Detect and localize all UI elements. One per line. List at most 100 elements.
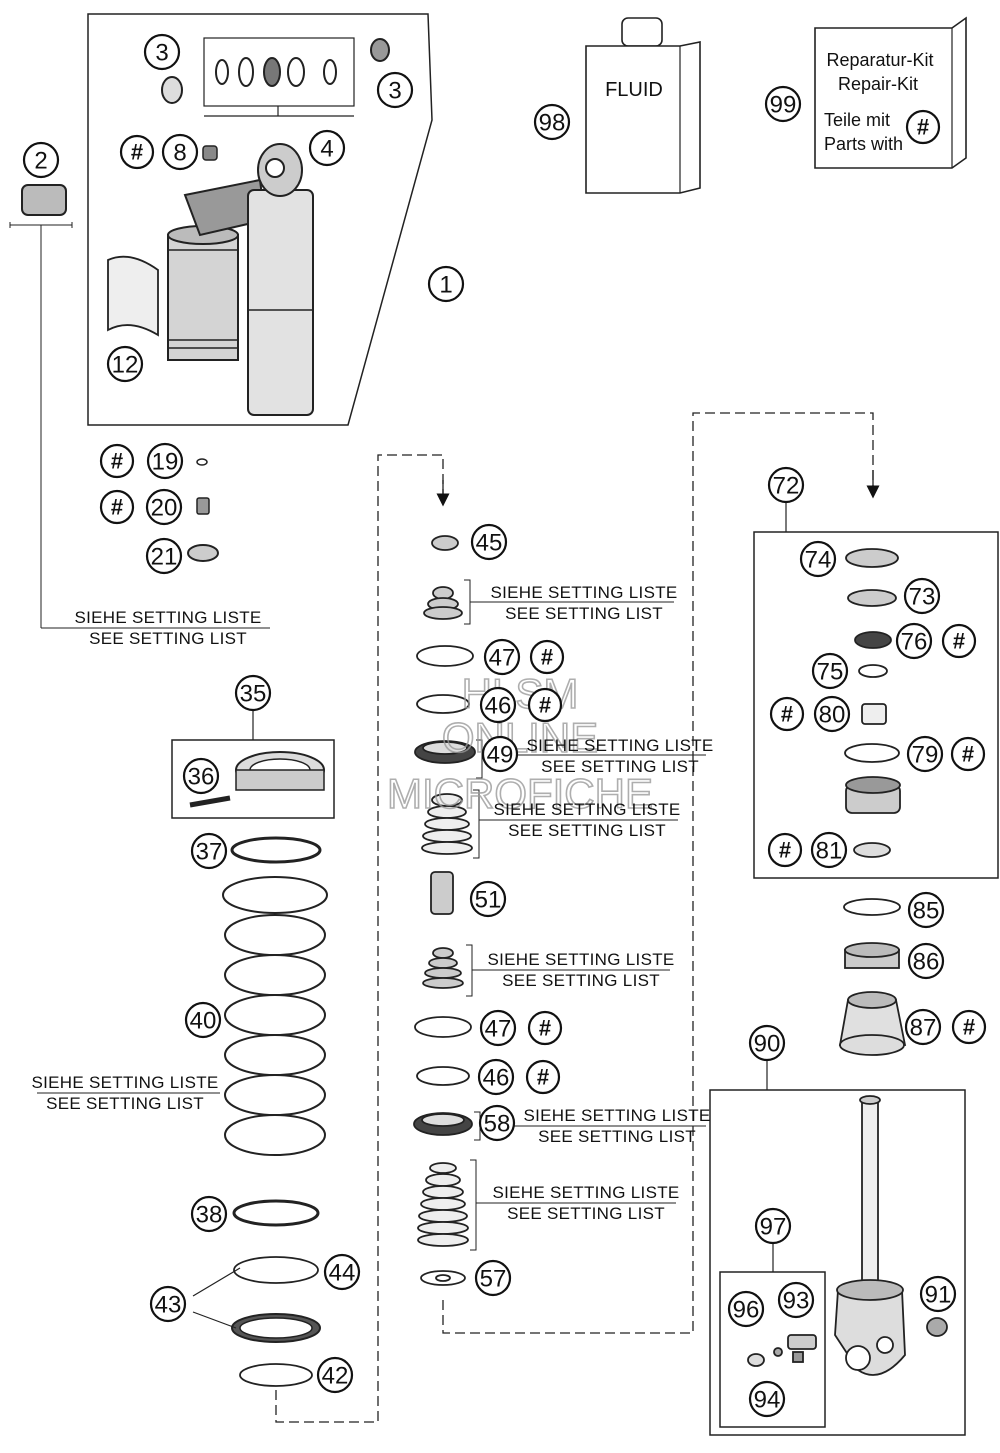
callout-94: 94 [748,1380,786,1418]
repair-kit-hash-badge: # [941,623,977,659]
spring-preload-group [171,710,335,819]
watermark: HLSM ONLINE MICROFICHE [386,669,654,818]
repair-kit-hash-badge: # [527,1010,563,1046]
callout-51: 51 [469,880,507,918]
svg-text:#: # [111,495,123,520]
callout-76: 76 [895,622,933,660]
svg-text:MICROFICHE: MICROFICHE [387,770,653,817]
callout-79: 79 [906,735,944,773]
svg-text:SEE SETTING LIST: SEE SETTING LIST [541,757,699,776]
svg-text:SEE SETTING LIST: SEE SETTING LIST [538,1127,696,1146]
svg-text:SIEHE SETTING LISTE: SIEHE SETTING LISTE [493,800,680,819]
svg-text:SIEHE SETTING LISTE: SIEHE SETTING LISTE [526,736,713,755]
callout-42: 42 [316,1356,354,1394]
callout-8: 8 [161,133,199,171]
callout-36: 36 [182,757,220,795]
callout-number: 4 [320,136,333,163]
repair-kit-hash-badge: # [119,134,155,170]
callout-3: 3 [376,71,414,109]
callout-12: 12 [106,345,144,383]
callout-73: 73 [903,577,941,615]
callout-58: 58 [478,1104,516,1142]
svg-text:SEE SETTING LIST: SEE SETTING LIST [505,604,663,623]
callout-96: 96 [727,1290,765,1328]
repair-kit-hash-badge: # [99,489,135,525]
compression-adjuster-group [753,502,999,879]
callout-87: 87 [904,1008,942,1046]
callout-number: 19 [152,449,179,476]
callout-number: 72 [773,473,800,500]
callout-number: 45 [476,530,503,557]
callout-number: 1 [439,272,452,299]
callout-81: 81 [810,831,848,869]
callout-layer: 1233481219202135363738404243444547464951… [22,33,987,1418]
svg-text:SIEHE SETTING LISTE: SIEHE SETTING LISTE [31,1073,218,1092]
callout-number: 74 [805,547,832,574]
callout-20: 20 [145,488,183,526]
repair-kit-hash-badge: # [527,687,563,723]
callout-1: 1 [427,265,465,303]
callout-49: 49 [481,735,519,773]
callout-number: 36 [188,764,215,791]
callout-93: 93 [777,1281,815,1319]
repair-kit-hash-badge: # [950,736,986,772]
callout-number: 46 [485,693,512,720]
kit-line-2: Repair-Kit [838,74,918,94]
svg-text:#: # [131,140,143,165]
callout-number: 44 [329,1260,356,1287]
callout-number: 37 [196,839,223,866]
callout-21: 21 [145,537,183,575]
setting-labels: SIEHE SETTING LISTE SEE SETTING LIST SIE… [31,583,713,1223]
callout-3: 3 [143,33,181,71]
repair-kit-hash-badge: # [529,639,565,675]
callout-number: 38 [196,1202,223,1229]
fluid-container: FLUID [585,17,701,194]
callout-19: 19 [146,442,184,480]
callout-35: 35 [234,674,272,712]
callout-44: 44 [323,1253,361,1291]
callout-number: 3 [155,40,168,67]
callout-number: 21 [151,544,178,571]
svg-text:SIEHE SETTING LISTE: SIEHE SETTING LISTE [487,950,674,969]
callout-number: 99 [770,92,797,119]
svg-text:#: # [111,449,123,474]
ring-38 [232,1199,320,1227]
callout-4: 4 [308,129,346,167]
callout-number: 3 [388,78,401,105]
callout-90: 90 [748,1024,786,1062]
small-parts-19-21 [187,458,219,562]
repair-kit-hash-badge: # [99,443,135,479]
svg-text:#: # [537,1065,549,1090]
callout-85: 85 [907,891,945,929]
callout-number: 75 [817,659,844,686]
callout-number: 98 [539,110,566,137]
spring-40 [222,876,328,1156]
callout-57: 57 [474,1259,512,1297]
part-2-adjuster [9,184,270,629]
ring-44 [233,1256,319,1284]
callout-number: 85 [913,898,940,925]
svg-text:ONLINE: ONLINE [442,714,598,761]
repair-kit-hash-badge: # [525,1059,561,1095]
piston-rod-group [709,1060,966,1436]
fluid-label: FLUID [605,79,663,101]
callout-number: 12 [112,352,139,379]
svg-text:SIEHE SETTING LISTE: SIEHE SETTING LISTE [490,583,677,602]
callout-number: 90 [754,1031,781,1058]
ring-37 [230,836,322,864]
svg-text:#: # [779,838,791,863]
callout-number: 97 [760,1214,787,1241]
svg-text:SEE SETTING LIST: SEE SETTING LIST [507,1204,665,1223]
kit-line-3: Teile mit [824,110,890,130]
callout-number: 73 [909,584,936,611]
callout-97: 97 [754,1207,792,1245]
svg-text:SEE SETTING LIST: SEE SETTING LIST [502,971,660,990]
svg-text:SEE SETTING LIST: SEE SETTING LIST [46,1094,204,1113]
svg-text:SEE SETTING LIST: SEE SETTING LIST [89,629,247,648]
repair-kit-hash-badge: # [767,832,803,868]
callout-number: 47 [485,1016,512,1043]
callout-99: 99 [764,85,802,123]
callout-number: 35 [240,681,267,708]
svg-text:#: # [539,1016,551,1041]
svg-text:#: # [781,702,793,727]
